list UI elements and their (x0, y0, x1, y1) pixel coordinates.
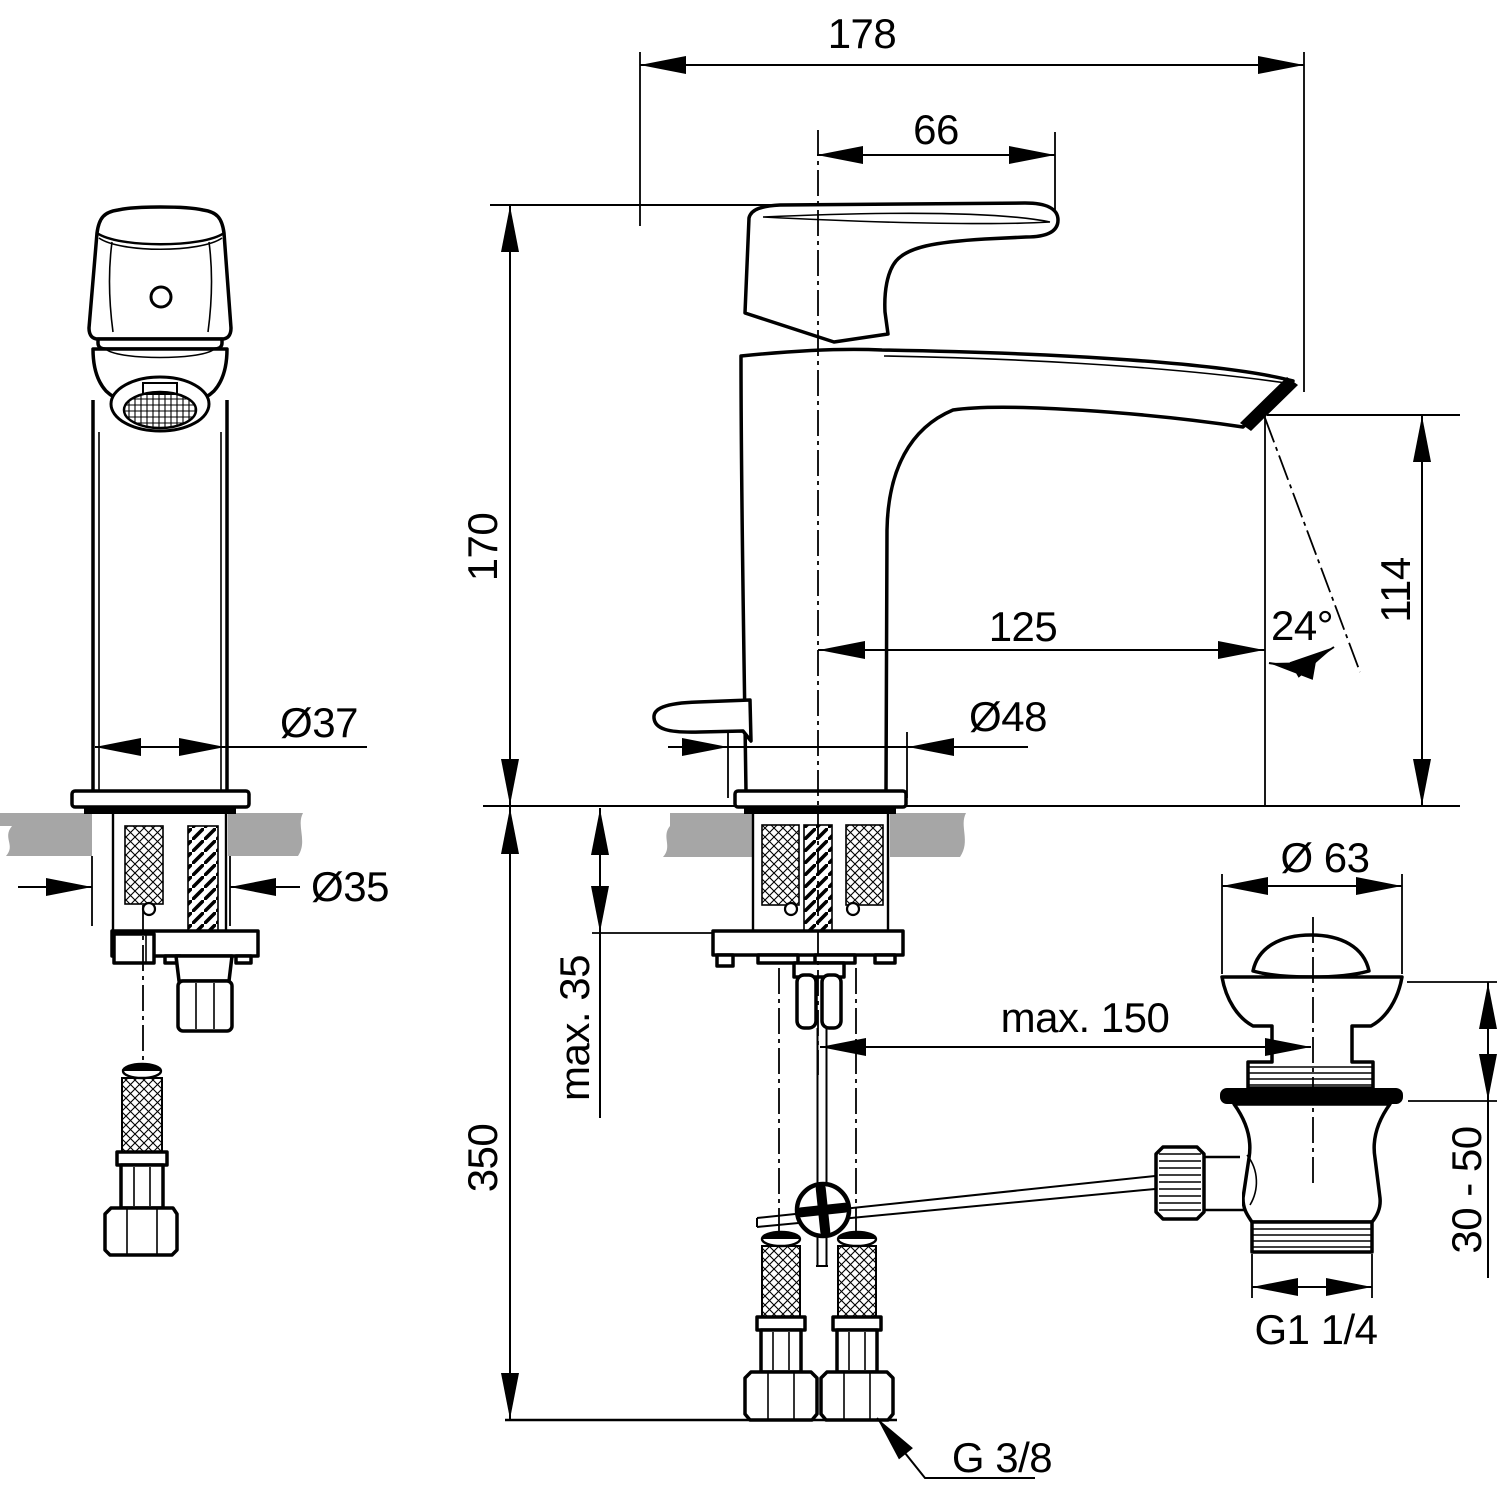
faucet-front-view (70, 205, 260, 1257)
dim-outlet-height: 114 (1372, 557, 1419, 623)
waste-lower-body (1232, 1102, 1392, 1224)
base-flange-side (733, 789, 908, 809)
supply-hoses (743, 1230, 895, 1422)
spout-angle-line (1264, 417, 1361, 673)
waste-plug-cap (1251, 933, 1371, 979)
knurl-stub (1204, 1157, 1242, 1210)
dimension-lines (18, 52, 1497, 1479)
dim-supply-thread: G 3/8 (952, 1434, 1052, 1481)
dim-handle-length: 66 (913, 106, 959, 153)
countertop-section (0, 813, 966, 857)
dim-below-deck-length: 350 (459, 1124, 506, 1193)
handle-lever (743, 201, 1060, 344)
dim-overall-depth: 178 (828, 10, 897, 57)
hex-adapter (176, 979, 234, 1033)
waste-thread-lines (1249, 1066, 1372, 1086)
bracket-tab (873, 953, 897, 965)
dim-base-diameter: Ø48 (969, 693, 1047, 740)
dim-waste-clamp-range: 30 - 50 (1443, 1126, 1490, 1253)
dim-hole-diameter: Ø35 (311, 863, 389, 910)
base-flange (70, 789, 251, 809)
housing-rim (106, 349, 214, 359)
hose-end (783, 901, 799, 917)
countertop-right-front (228, 813, 303, 856)
body-highlight (1246, 1154, 1258, 1206)
countertop-left-front (0, 813, 92, 856)
hose-opening-dark (123, 1064, 161, 1071)
bracket-clip (112, 932, 156, 965)
body-spout (739, 347, 1295, 794)
hose-connector (119, 1163, 165, 1210)
hose-end (845, 901, 861, 917)
threaded-stud (187, 825, 219, 932)
dim-waste-cap-diameter: Ø 63 (1280, 834, 1369, 881)
hose-hex-nut (103, 1206, 179, 1257)
bracket-tab (234, 954, 253, 965)
bracket-tab (715, 953, 735, 968)
bracket-tab (756, 953, 800, 965)
handle-chamfer (207, 241, 213, 333)
pivot-cross-icon (796, 1183, 850, 1237)
fixing-nut (174, 954, 234, 983)
hose-end (141, 901, 157, 917)
hose-tail (820, 973, 843, 1030)
dim-waste-thread: G1 1/4 (1254, 1306, 1377, 1353)
pop-up-waste-assembly (1154, 933, 1404, 1254)
hose-braid (845, 824, 884, 906)
handle-dot (149, 285, 173, 309)
base-gasket-side (744, 807, 896, 814)
dim-body-height: 170 (459, 513, 506, 582)
hose-tail (795, 973, 818, 1030)
base-gasket (84, 807, 236, 814)
dim-max-rod-reach: max. 150 (1001, 994, 1170, 1041)
hose-braid-sleeve (121, 1077, 163, 1153)
handle-rim (96, 231, 225, 246)
dim-spout-reach: 125 (989, 603, 1058, 650)
dim-max-deck-thickness: max. 35 (551, 955, 598, 1101)
hose-ferrule (115, 1150, 169, 1167)
dim-body-diameter: Ø37 (280, 699, 358, 746)
aerator-mesh (122, 390, 198, 430)
dimension-labels: 178 66 170 350 max. 35 125 Ø48 Ø37 Ø35 1… (280, 10, 1490, 1481)
mounting-bracket (711, 929, 905, 957)
centerlines (142, 130, 1361, 1236)
spout-top-line (883, 355, 1287, 384)
faucet-side-view (652, 201, 1298, 1422)
lever-top-lens (762, 212, 1051, 225)
hose-braid (761, 824, 800, 906)
hose-braid (124, 825, 164, 905)
waste-upper-body (1220, 975, 1404, 1090)
knurl-lines (1159, 1153, 1201, 1211)
outlet-thread-lines (1253, 1228, 1371, 1248)
countertop-left-side (663, 813, 752, 857)
dim-spout-angle: 24° (1271, 602, 1333, 649)
spout-outlet-band (1240, 377, 1298, 431)
knurled-nut (1154, 1145, 1206, 1221)
handle-rim-inner (98, 237, 223, 251)
countertop-right-side (890, 813, 966, 857)
handle-chamfer (108, 241, 114, 333)
pull-rod-knob (652, 698, 753, 743)
waste-gasket (1220, 1088, 1403, 1104)
